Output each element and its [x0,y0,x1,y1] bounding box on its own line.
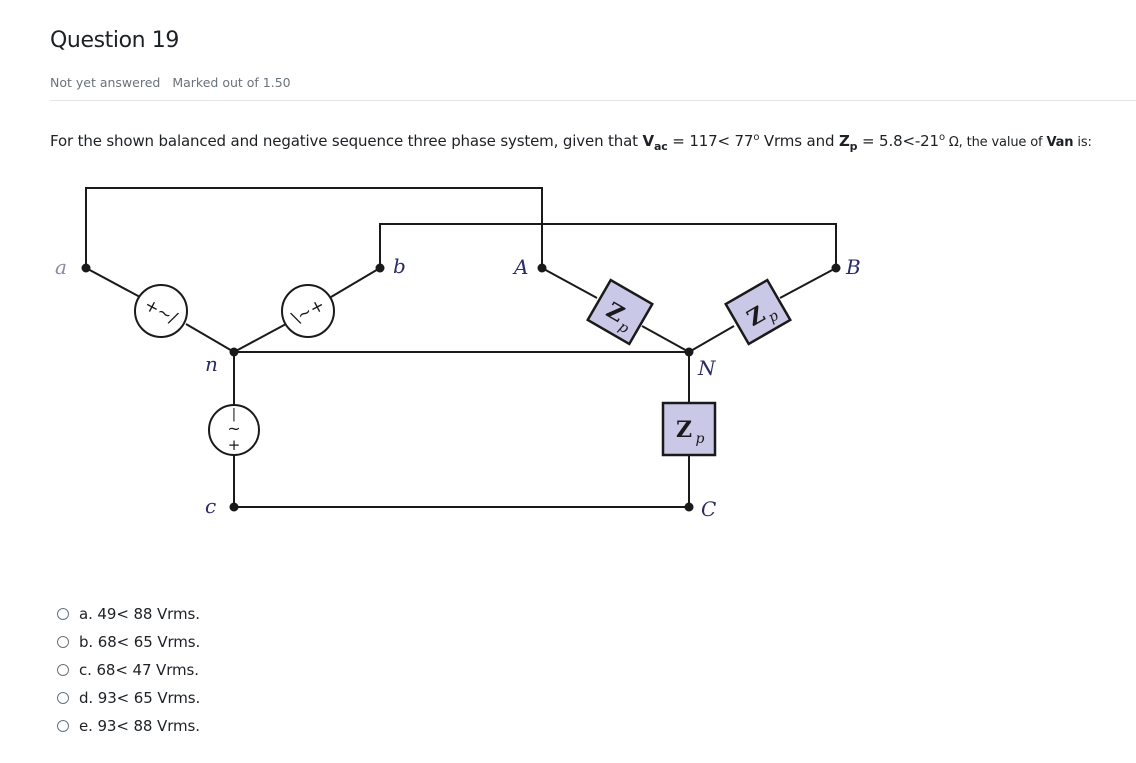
prompt-text-2: = 117< 77 [667,132,754,150]
question-info: Not yet answered Marked out of 1.50 [50,75,291,90]
svg-text:p: p [696,431,705,447]
prompt-text-3: Vrms and [759,132,839,150]
circuit-wires [85,187,837,508]
svg-text:Z: Z [676,417,692,443]
impedance-box-b: Z p [724,278,792,346]
prompt-target: Van [1046,135,1074,150]
impedance-box-c: Z p [661,401,717,457]
voltage-source-b: \~+ [281,284,335,338]
answer-options: a. 49< 88 Vrms. b. 68< 65 Vrms. c. 68< 4… [57,600,200,740]
answer-label: e. 93< 88 Vrms. [79,717,200,735]
answer-label: a. 49< 88 Vrms. [79,605,200,623]
prompt-impedance-symbol: Z [838,132,850,150]
label-C: C [701,497,716,521]
voltage-source-a: +~/ [134,284,188,338]
prompt-voltage-symbol: V [642,132,655,150]
prompt-text-1: For the shown balanced and negative sequ… [50,132,643,150]
answer-label: c. 68< 47 Vrms. [79,661,199,679]
label-N: N [697,356,717,380]
label-A: A [512,255,528,279]
question-prompt: For the shown balanced and negative sequ… [50,132,1092,153]
radio-button[interactable] [57,636,69,648]
answer-label: b. 68< 65 Vrms. [79,633,201,651]
answer-label: d. 93< 65 Vrms. [79,689,201,707]
voltage-source-c: | ~ + [208,404,260,456]
question-status: Not yet answered [50,75,161,90]
label-a: a [55,255,67,279]
node-labels: a b c n A B C N [55,254,861,521]
impedance-box-a: Z p [586,278,654,346]
label-n: n [205,352,218,376]
answer-option-d[interactable]: d. 93< 65 Vrms. [57,684,200,712]
prompt-degree-2: o [938,132,945,143]
question-title: Question 19 [50,28,179,53]
svg-text:|: | [232,407,236,422]
label-B: B [845,255,861,279]
answer-option-c[interactable]: c. 68< 47 Vrms. [57,656,200,684]
header-divider [50,100,1136,101]
question-marks: Marked out of 1.50 [172,75,291,90]
svg-text:+: + [228,436,241,454]
circuit-nodes [81,263,841,512]
prompt-text-6: is: [1073,135,1092,150]
radio-button[interactable] [57,692,69,704]
prompt-degree-1: o [753,132,760,143]
label-c: c [205,494,216,518]
radio-button[interactable] [57,664,69,676]
answer-option-b[interactable]: b. 68< 65 Vrms. [57,628,200,656]
prompt-voltage-subscript: ac [654,140,668,153]
answer-option-a[interactable]: a. 49< 88 Vrms. [57,600,200,628]
radio-button[interactable] [57,608,69,620]
radio-button[interactable] [57,720,69,732]
svg-text:~: ~ [227,419,240,438]
prompt-text-4: = 5.8<-21 [857,132,939,150]
prompt-text-5: Ω, the value of [944,135,1047,150]
prompt-impedance-subscript: p [849,140,858,153]
answer-option-e[interactable]: e. 93< 88 Vrms. [57,712,200,740]
label-b: b [393,254,406,278]
